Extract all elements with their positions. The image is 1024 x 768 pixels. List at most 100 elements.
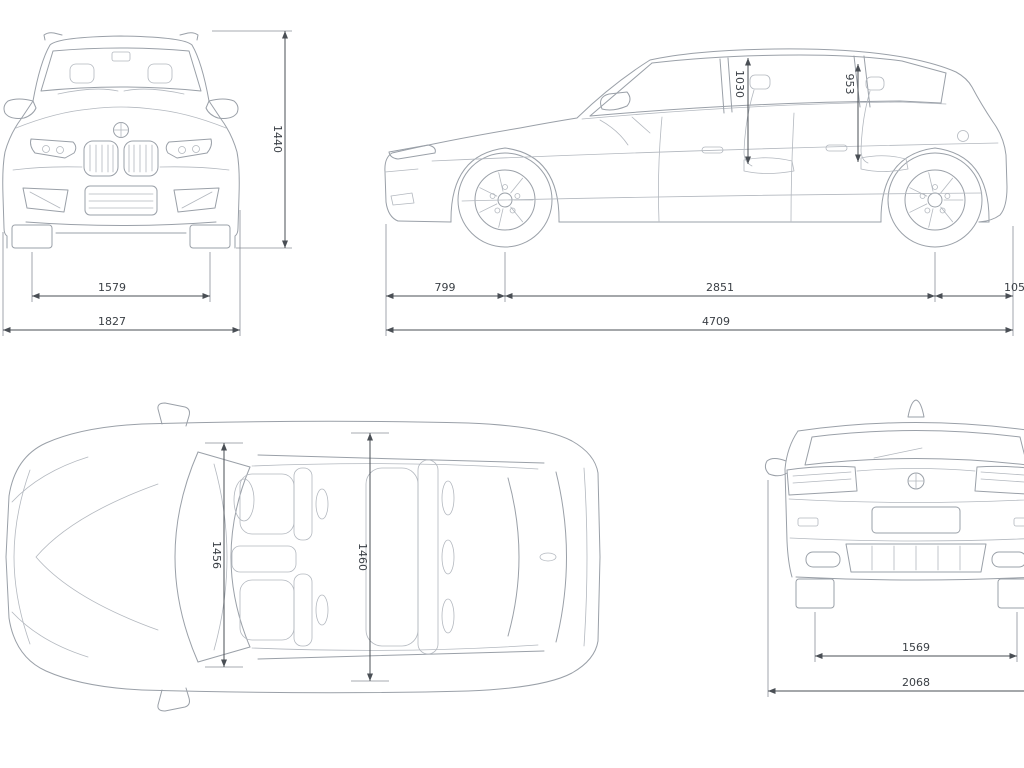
rear-tailgate-lower: [788, 498, 1024, 503]
side-door-cuts: [658, 112, 795, 222]
rear-diffuser: [845, 543, 987, 573]
top-tailgate-edge: [583, 467, 588, 647]
side-front-cabin-height-dimension: 1030: [733, 58, 751, 164]
front-left-intake: [22, 187, 69, 213]
rear-width-dimension: 2068: [767, 480, 1024, 697]
rear-left-taillight: [786, 465, 858, 496]
front-rearview-mirror: [111, 51, 131, 62]
top-rear-cabin-width-label: 1460: [356, 543, 369, 571]
rear-roof: [797, 422, 1024, 432]
side-dashboard: [599, 116, 651, 146]
front-width-dimension: 1827: [2, 210, 241, 336]
top-front-cabin-width-dimension: 1456: [205, 442, 243, 668]
rear-wiper: [873, 447, 923, 459]
top-front-cabin-width-label: 1456: [210, 541, 223, 569]
top-dashboard: [213, 463, 228, 651]
front-right-intake: [173, 187, 220, 213]
top-front-seat-right: [239, 573, 329, 647]
front-right-headrest: [147, 63, 173, 84]
front-bumper-upper-lines: [12, 166, 230, 171]
rear-body-sides: [784, 430, 799, 578]
front-roundel: [113, 122, 129, 138]
rear-roundel: [907, 472, 925, 490]
top-rear-bench: [365, 459, 455, 655]
front-hood-creases: [15, 106, 227, 129]
top-roof-rails: [257, 454, 545, 660]
side-rear-seat: [860, 76, 909, 172]
front-track-dimension: 1579: [31, 252, 211, 302]
front-bumper-bottom: [25, 221, 217, 234]
rear-right-reflector: [1013, 517, 1024, 527]
front-wipers: [57, 88, 185, 95]
rear-tailgate-top: [856, 468, 976, 472]
front-grille-slats: [89, 144, 153, 173]
side-front-bumper-lines: [384, 168, 419, 206]
front-track-label: 1579: [98, 281, 126, 294]
rear-bumper-crease: [789, 537, 1024, 542]
rear-track-label: 1569: [902, 641, 930, 654]
front-left-headlight-lens: [42, 145, 50, 153]
side-view: 1030 953 799 2851 1059 4709: [384, 48, 1024, 336]
front-left-mirror: [3, 98, 37, 119]
front-right-wheel: [189, 224, 231, 249]
rear-right-wheel: [997, 578, 1024, 609]
side-rear-arch: [880, 147, 990, 223]
side-rear-door-handle: [825, 144, 848, 152]
top-bumper-corners: [11, 456, 89, 658]
top-front-seat-left: [239, 467, 329, 541]
side-headlight: [388, 144, 436, 160]
front-kidney-grille-right: [123, 140, 159, 177]
top-roof-front: [230, 466, 251, 648]
side-wheelbase-label: 2851: [706, 281, 734, 294]
top-center-console: [231, 545, 297, 573]
top-rear-cabin-width-dimension: 1460: [351, 432, 389, 682]
front-roof-rails: [43, 32, 199, 41]
side-front-seat: [743, 74, 795, 174]
top-cowl: [174, 451, 199, 663]
top-right-mirror: [157, 687, 190, 712]
rear-left-exhaust: [805, 551, 841, 568]
front-width-label: 1827: [98, 315, 126, 328]
front-left-headrest: [69, 63, 95, 84]
side-beltline: [581, 101, 947, 120]
side-mirror: [600, 91, 631, 111]
rear-right-exhaust: [991, 551, 1024, 568]
rear-right-taillight: [974, 465, 1024, 495]
side-rear-cabin-height-dimension: 953: [843, 64, 861, 162]
side-front-overhang-label: 799: [435, 281, 456, 294]
rear-plate-recess: [871, 506, 961, 534]
rear-view: 1569 2068: [764, 399, 1024, 697]
rear-left-reflector: [797, 517, 819, 527]
side-rear-cabin-height-label: 953: [843, 74, 856, 95]
top-antenna-fin: [539, 552, 557, 562]
side-length-dimensions: 799 2851 1059 4709: [385, 224, 1024, 336]
side-character-line: [431, 142, 999, 162]
front-body-outline: [2, 35, 240, 249]
rear-antenna-fin: [907, 399, 925, 418]
top-steering-wheel: [233, 478, 255, 522]
side-overall-length-label: 4709: [702, 315, 730, 328]
side-rocker: [397, 220, 990, 223]
front-right-headlight-lens: [192, 145, 200, 153]
front-kidney-grille-left: [83, 140, 119, 177]
front-right-headlight-lens2: [178, 146, 186, 154]
rear-left-mirror: [764, 458, 788, 477]
rear-bumper-bottom: [795, 576, 1024, 581]
side-front-cabin-height-label: 1030: [733, 70, 746, 98]
front-right-mirror: [205, 98, 239, 119]
front-left-headlight-lens2: [56, 146, 64, 154]
side-body-outline: [384, 48, 1008, 223]
rear-left-wheel: [795, 578, 835, 609]
front-view: 1440 1579 1827: [2, 30, 292, 336]
front-height-label: 1440: [271, 125, 284, 153]
rear-track-dimension: 1569: [814, 612, 1018, 662]
front-height-dimension: 1440: [212, 30, 292, 249]
front-left-wheel: [11, 224, 53, 249]
top-body-outline: [5, 420, 601, 694]
side-b-pillar: [719, 57, 733, 114]
front-center-intake: [84, 185, 158, 216]
rear-window: [804, 430, 1024, 466]
side-fuel-door: [957, 130, 969, 142]
